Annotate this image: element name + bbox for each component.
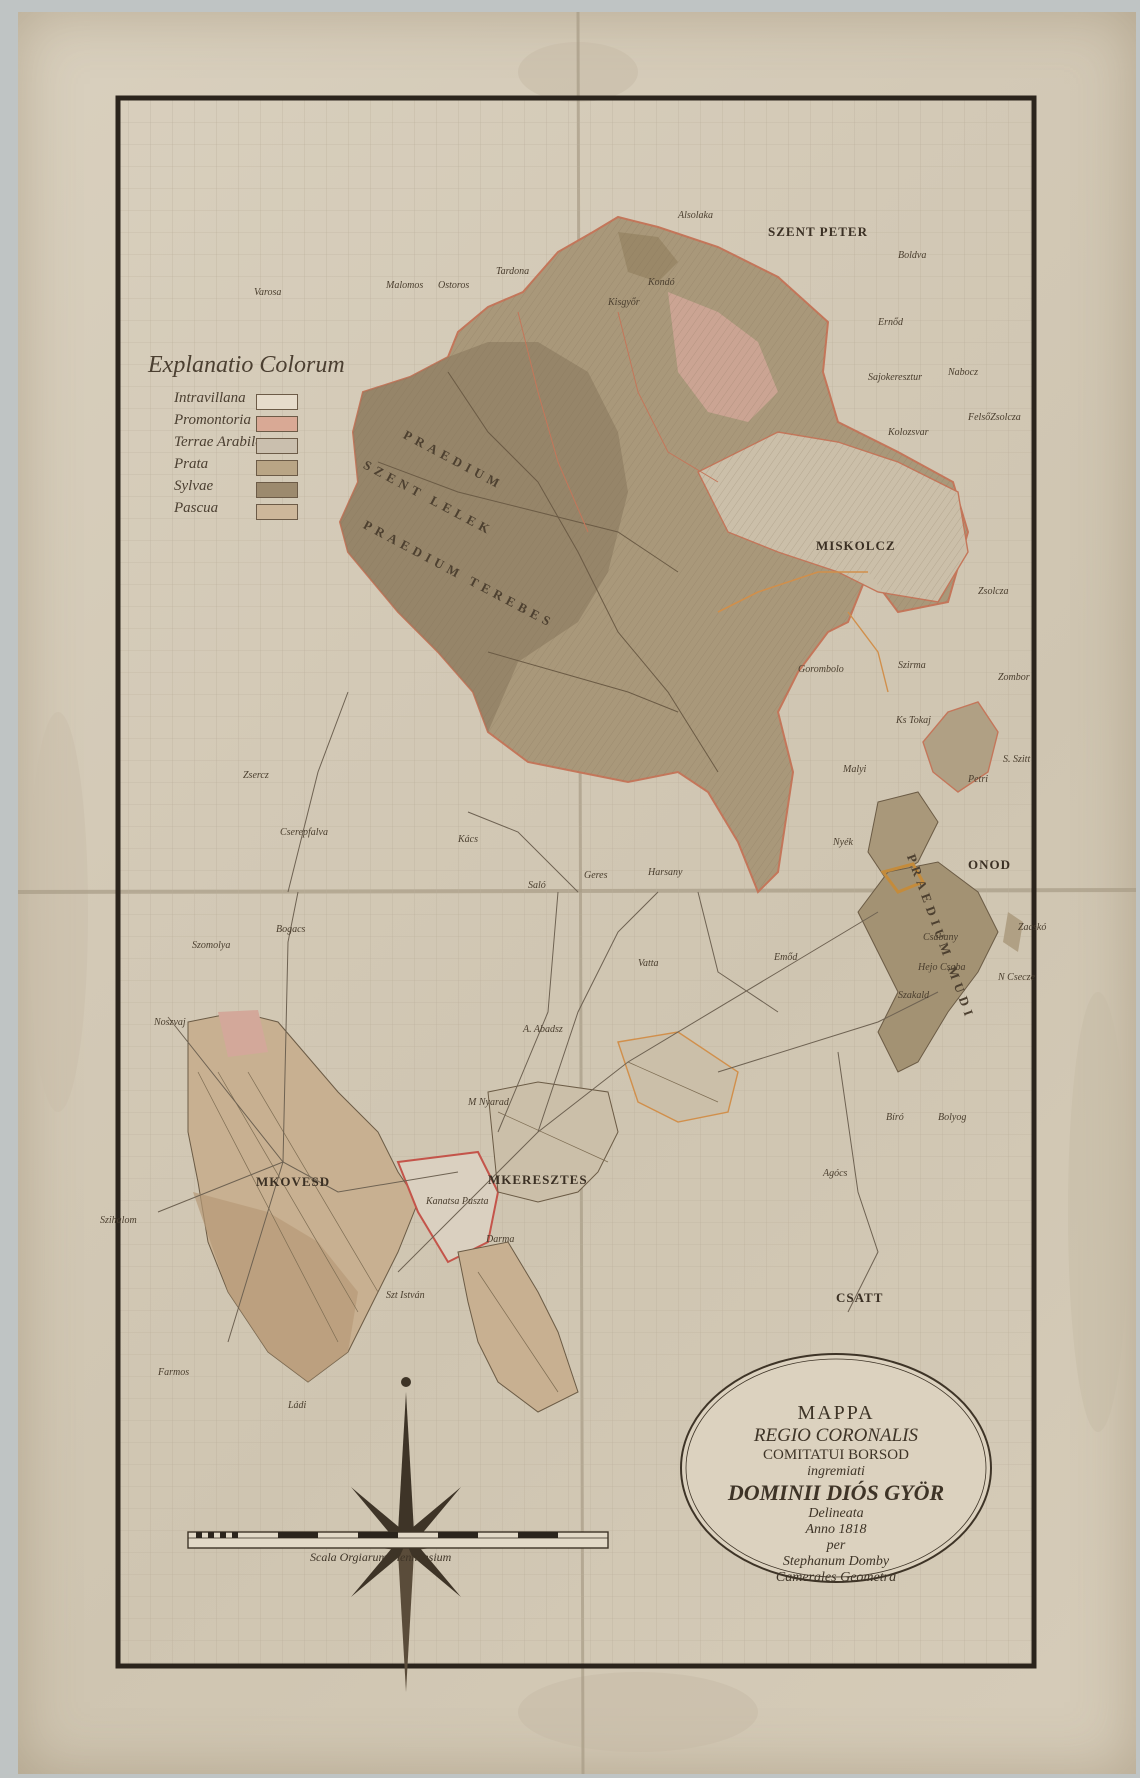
place-label: Geres bbox=[584, 870, 608, 881]
place-label: Harsany bbox=[648, 867, 683, 878]
cartouche-line: Delineata bbox=[808, 1506, 864, 1521]
place-label-mkeresztes: MKERESZTES bbox=[488, 1172, 588, 1187]
scale-label: Scala Orgiarum Viennensium bbox=[310, 1550, 452, 1564]
legend-item: Pascua bbox=[174, 500, 219, 516]
place-label: Tardona bbox=[496, 266, 530, 277]
legend-item: Promontoria bbox=[174, 412, 251, 428]
place-label: Szomolya bbox=[192, 940, 231, 951]
cartouche-line: Stephanum Domby bbox=[782, 1554, 890, 1569]
place-label: Kolozsvar bbox=[888, 427, 929, 438]
place-label: Ládi bbox=[288, 1400, 307, 1411]
roads bbox=[157, 691, 939, 1343]
cartouche-line: MAPPA bbox=[797, 1402, 875, 1424]
place-label: A. Abadsz bbox=[523, 1024, 563, 1035]
place-label: Szakald bbox=[898, 990, 930, 1001]
place-label: Szihalom bbox=[100, 1215, 137, 1226]
map-drawing bbox=[18, 12, 1136, 1774]
north-territory bbox=[338, 215, 970, 894]
place-label: Malyi bbox=[843, 764, 867, 775]
place-label: Petri bbox=[968, 774, 988, 785]
place-label: Sajokeresztur bbox=[868, 372, 923, 383]
legend-swatch bbox=[256, 416, 298, 432]
onod-territory bbox=[857, 701, 1023, 1073]
place-label: N Csecze bbox=[998, 972, 1035, 983]
place-label: Zombor bbox=[998, 672, 1030, 683]
legend-swatch bbox=[256, 482, 298, 498]
place-label: Gorombolo bbox=[798, 664, 844, 675]
legend-swatch bbox=[256, 504, 298, 520]
place-label: Zacskó bbox=[1018, 922, 1047, 933]
place-label-onod: ONOD bbox=[968, 857, 1011, 872]
legend-swatch bbox=[256, 394, 298, 410]
place-label-miskolcz: MISKOLCZ bbox=[816, 538, 896, 553]
place-label: Kondó bbox=[648, 277, 675, 288]
place-label: Kisgyőr bbox=[608, 297, 640, 308]
place-label: Nyék bbox=[833, 837, 853, 848]
place-label: Nabocz bbox=[948, 367, 978, 378]
place-label: S. Szitt bbox=[1003, 754, 1031, 765]
cartouche-frame bbox=[680, 1353, 992, 1583]
place-label: Alsolaka bbox=[678, 210, 713, 221]
cartouche-line: per bbox=[826, 1538, 846, 1553]
place-label: Zsercz bbox=[243, 770, 269, 781]
place-label: Saló bbox=[528, 880, 546, 891]
place-label: Kács bbox=[458, 834, 478, 845]
place-label: Varosa bbox=[254, 287, 282, 298]
place-label: M Nyarad bbox=[468, 1097, 509, 1108]
place-label: SZENT PETER bbox=[768, 224, 868, 239]
cartouche-line: Anno 1818 bbox=[805, 1522, 867, 1537]
cartouche-line: ingremiati bbox=[807, 1464, 865, 1479]
legend-swatch bbox=[256, 438, 298, 454]
place-label: Hejo Csaba bbox=[918, 962, 966, 973]
place-label: Ostoros bbox=[438, 280, 470, 291]
cartouche-line: REGIO CORONALIS bbox=[753, 1425, 919, 1446]
place-label: Boldva bbox=[898, 250, 927, 261]
place-label: Szirma bbox=[898, 660, 926, 671]
place-label: Zsolcza bbox=[978, 586, 1009, 597]
paper-stains bbox=[18, 12, 1136, 1774]
legend-item: Intravillana bbox=[174, 390, 246, 406]
place-label: Kanatsa Puszta bbox=[426, 1196, 489, 1207]
place-label: Ks Tokaj bbox=[896, 715, 931, 726]
legend-title: Explanatio Colorum bbox=[148, 352, 345, 378]
place-label: Csabany bbox=[923, 932, 958, 943]
place-label: Darma bbox=[486, 1234, 515, 1245]
cartouche-line: DOMINII DIÓS GYÖR bbox=[727, 1480, 945, 1505]
scale-bar bbox=[187, 1531, 609, 1549]
map-sheet: Explanatio Colorum Intravillana Promonto… bbox=[18, 12, 1136, 1774]
place-label-mkovesd: MKOVESD bbox=[256, 1174, 331, 1189]
legend-item: Sylvae bbox=[174, 478, 214, 494]
place-label: Ernőd bbox=[878, 317, 903, 328]
place-label: Bogacs bbox=[276, 924, 306, 935]
place-label: Cserepfalva bbox=[280, 827, 328, 838]
place-label-csatt: CSATT bbox=[836, 1290, 884, 1305]
place-label: Agócs bbox=[823, 1168, 848, 1179]
place-label: Bíró bbox=[886, 1112, 904, 1123]
legend-item: Terrae Arabiles bbox=[174, 434, 268, 450]
place-label: FelsőZsolcza bbox=[968, 412, 1021, 423]
place-label: Farmos bbox=[158, 1367, 190, 1378]
cartouche-line: Camerales Geometra bbox=[775, 1570, 897, 1585]
legend-swatch bbox=[256, 460, 298, 476]
cartouche-line: COMITATUI BORSOD bbox=[763, 1447, 909, 1463]
south-territory bbox=[187, 1010, 739, 1413]
place-label: Emőd bbox=[774, 952, 798, 963]
place-label: Malomos bbox=[386, 280, 424, 291]
place-label: Vatta bbox=[638, 958, 659, 969]
place-label: Noszvaj bbox=[154, 1017, 186, 1028]
place-label: Szt István bbox=[386, 1290, 425, 1301]
cartouche: MAPPA REGIO CORONALIS COMITATUI BORSOD i… bbox=[686, 1402, 986, 1586]
place-label: Bolyog bbox=[938, 1112, 967, 1123]
legend-item: Prata bbox=[174, 456, 209, 472]
